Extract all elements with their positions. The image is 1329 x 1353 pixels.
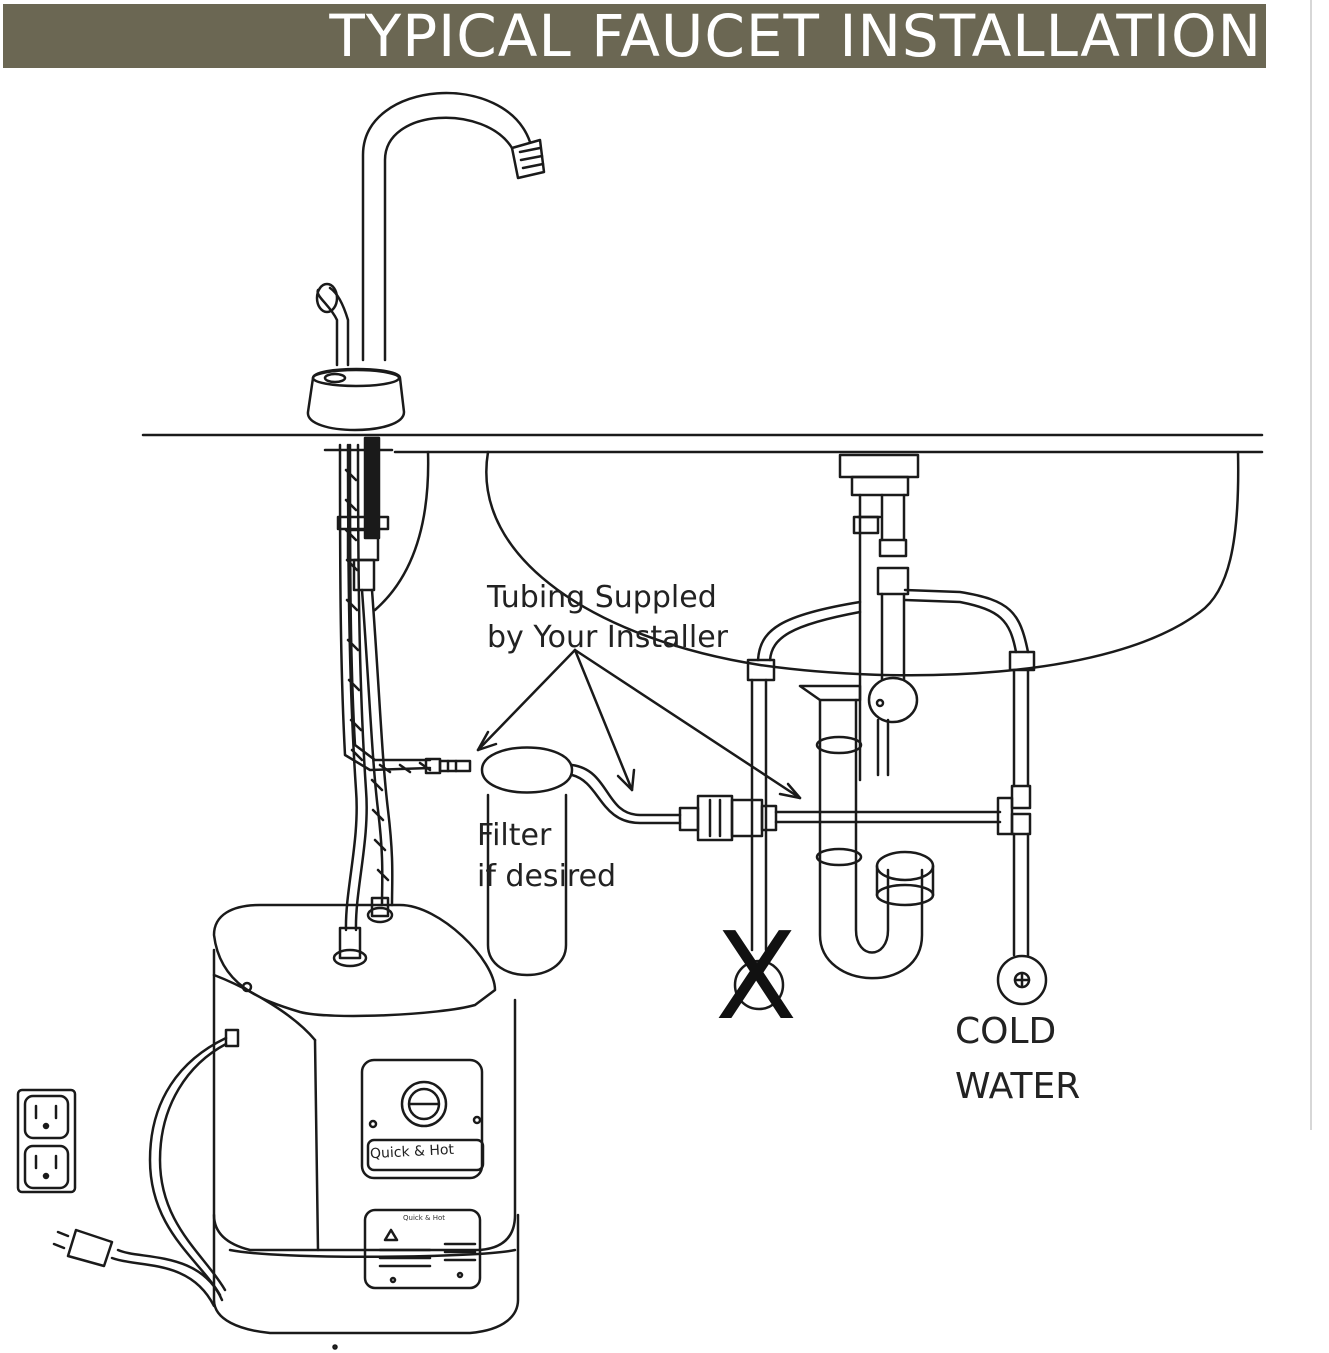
tank-plate-brand-label: Quick & Hot <box>403 1214 445 1222</box>
cold-water-valve-icon <box>996 954 1048 1006</box>
p-trap-drain <box>798 453 935 980</box>
faucet-icon <box>306 91 546 432</box>
tubing-label-line2: by Your Installer <box>487 620 729 655</box>
page-edge-rule <box>1310 0 1312 1130</box>
title-bar: TYPICAL FAUCET INSTALLATION <box>3 4 1266 68</box>
tubing-label: Tubing Suppled by Your Installer <box>487 578 728 658</box>
water-filter-icon <box>480 746 574 977</box>
sink-basin <box>373 450 1240 677</box>
cold-supply-tube <box>774 588 1036 957</box>
countertop <box>141 433 1264 454</box>
label-arrows <box>476 648 802 800</box>
wall-outlet-icon <box>16 1088 77 1194</box>
braided-supply-hoses <box>338 443 432 932</box>
filter-label-line1: Filter <box>477 818 552 853</box>
installer-tubing <box>570 763 682 825</box>
cold-water-label-line1: COLD <box>955 1011 1057 1052</box>
cold-water-label-line2: WATER <box>955 1066 1081 1107</box>
tubing-label-line1: Tubing Suppled <box>487 580 717 615</box>
hot-water-tank-icon <box>212 903 520 1350</box>
filter-label: Filter if desired <box>477 815 616 897</box>
hot-water-line <box>733 600 862 1011</box>
page-title: TYPICAL FAUCET INSTALLATION <box>329 2 1262 70</box>
hose-fitting <box>424 757 472 775</box>
inline-adapter-icon <box>678 794 778 842</box>
power-cord <box>52 1028 240 1308</box>
filter-label-line2: if desired <box>477 859 617 894</box>
no-hot-water-mark: X <box>715 908 798 1047</box>
tank-fittings <box>332 896 394 968</box>
cold-water-label: COLD WATER <box>955 1004 1080 1114</box>
